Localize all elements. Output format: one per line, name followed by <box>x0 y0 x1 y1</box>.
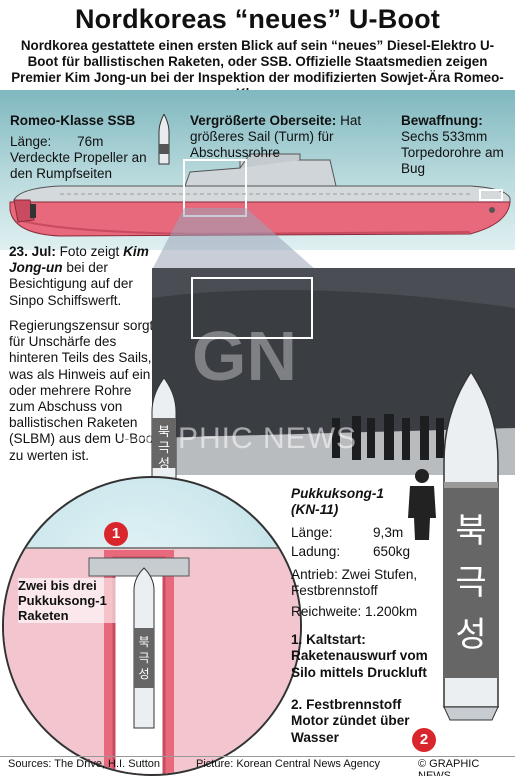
footer-divider <box>0 756 515 757</box>
step-2-badge: 2 <box>412 728 436 752</box>
class-label: Romeo-Klasse SSB <box>10 113 170 129</box>
missile-specs: Länge: 9,3m Ladung: 650kg <box>291 523 441 561</box>
spec-row: Länge: 9,3m <box>291 523 441 542</box>
missile-name: Pukkuksong-1 <box>291 486 384 501</box>
sail-title: Vergrößerte Oberseite: <box>190 113 337 128</box>
hangul-2-large: 극 <box>455 563 486 603</box>
launch-step-1: 1. Kaltstart: Raketenauswurf vom Silo mi… <box>291 632 428 680</box>
launch-step-2: 2. Festbrennstoff Motor zündet über Wass… <box>291 697 410 745</box>
censor-text: Regierungszensur sorgt für Unschärfe des… <box>9 318 158 463</box>
watermark-text: GRAPHIC NEWS <box>110 422 358 455</box>
step-1-badge: 1 <box>104 522 128 546</box>
spec-label: Länge: <box>291 525 333 540</box>
hangul-1-small: 북 <box>158 425 170 440</box>
hangul-2-small: 극 <box>158 441 170 456</box>
length-line: Länge: 76m <box>10 134 160 150</box>
large-missile: 북 극 성 <box>443 372 499 721</box>
launching-missile: 북 극 성 <box>151 378 177 489</box>
armament-label: Bewaffnung: Sechs 533mm Torpedorohre am … <box>401 113 513 177</box>
photo-caption: 23. Jul: Foto zeigt Kim Jong-un bei der … <box>9 244 159 309</box>
missile-drive: Antrieb: Zwei Stufen, Festbrennstoff <box>291 567 418 599</box>
hangul-2-silo: 극 <box>138 651 149 665</box>
hangul-1-silo: 북 <box>138 635 149 649</box>
silo-label: Zwei bis drei Pukkuksong-1 Raketen <box>18 578 128 623</box>
missile-range: Reichweite: 1.200km <box>291 604 418 619</box>
hangul-3-silo: 성 <box>138 667 149 681</box>
length-label: Länge: <box>10 134 52 149</box>
page-title: Nordkoreas “neues” U-Boot <box>74 4 441 34</box>
spec-value: 9,3m <box>373 525 404 540</box>
hangul-3-small: 성 <box>158 457 170 472</box>
footer-copyright: © GRAPHIC NEWS <box>418 758 480 776</box>
missile-name-block: Pukkuksong-1 (KN-11) <box>291 486 421 519</box>
sail-label: Vergrößerte Oberseite: Hat größeres Sail… <box>190 113 385 161</box>
small-missile-icon <box>158 114 170 165</box>
silo-detail-circle: 북 극 성 <box>2 476 302 776</box>
armament-title: Bewaffnung: <box>401 113 483 128</box>
watermark-logo: GN <box>192 317 297 395</box>
silo-cutaway: 북 극 성 <box>4 547 300 774</box>
hangul-1-large: 북 <box>455 511 486 551</box>
spec-label: Ladung: <box>291 544 341 559</box>
caption-text-b: bei der Besichtigung auf der Sinpo Schif… <box>9 260 133 308</box>
submarine-illustration <box>9 153 511 237</box>
caption-text-a: Foto zeigt <box>59 244 120 259</box>
missile-code: (KN-11) <box>291 502 339 518</box>
footer-sources: Sources: The Drive, H.I. Sutton <box>8 758 161 770</box>
person-scale-icon <box>408 469 436 540</box>
length-value: 76m <box>77 134 104 149</box>
hangul-3-large: 성 <box>455 615 486 655</box>
armament-text: Sechs 533mm Torpedorohre am Bug <box>401 129 504 176</box>
spec-row: Ladung: 650kg <box>291 542 441 561</box>
photo-scene: GN <box>152 268 515 475</box>
footer-picture: Picture: Korean Central News Agency <box>196 758 381 770</box>
zoom-projection <box>152 208 316 270</box>
sail-text: Hat größeres Sail (Turm) für Abschussroh… <box>190 113 362 160</box>
caption-person: Kim Jong-un <box>9 244 149 276</box>
class-title: Romeo-Klasse SSB <box>10 113 136 128</box>
propeller-note: Verdeckte Propeller an den Rumpfseiten <box>10 150 147 181</box>
caption-date: 23. Jul: <box>9 244 56 259</box>
spec-value: 650kg <box>373 544 411 559</box>
